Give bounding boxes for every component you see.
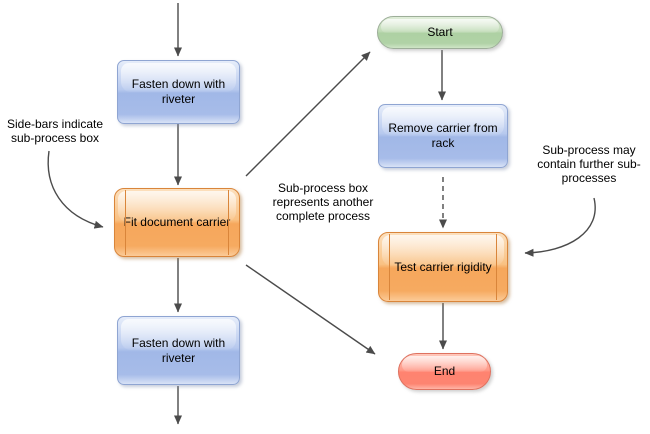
node-label: Start	[427, 25, 453, 39]
annotation-sidebars-note: Side-bars indicate sub-process box	[6, 117, 104, 145]
subprocess-sidebar-left	[389, 234, 390, 300]
node-fit-document-carrier: Fit document carrier	[114, 188, 240, 257]
arrow-fit-carrier-to-start	[245, 51, 371, 177]
node-fasten-down-riveter-top: Fasten down with riveter	[117, 60, 240, 124]
subprocess-sidebar-left	[125, 190, 126, 255]
node-label: Fasten down with riveter	[131, 335, 226, 365]
node-label: Fasten down with riveter	[131, 77, 226, 106]
node-label: Test carrier rigidity	[394, 259, 492, 274]
arrow-fit-carrier-to-end	[245, 264, 376, 355]
node-label: Remove carrier from rack	[388, 121, 498, 150]
node-remove-carrier-from-rack: Remove carrier from rack	[378, 104, 508, 168]
node-label: End	[433, 364, 456, 378]
node-label: Fit document carrier	[123, 215, 231, 229]
subprocess-sidebar-right	[228, 190, 229, 255]
node-test-carrier-rigidity: Test carrier rigidity	[378, 232, 508, 302]
node-end: End	[398, 353, 491, 390]
arrow-contains-note-to-test-rigidity	[524, 197, 596, 257]
node-fasten-down-riveter-bottom: Fasten down with riveter	[117, 316, 240, 385]
node-start: Start	[377, 16, 503, 49]
arrow-sidebars-note-to-fit-carrier	[47, 150, 104, 229]
subprocess-sidebar-right	[496, 234, 497, 300]
annotation-represents-note: Sub-process box represents another compl…	[272, 181, 374, 223]
annotation-contains-note: Sub-process may contain further sub-proc…	[537, 143, 641, 185]
